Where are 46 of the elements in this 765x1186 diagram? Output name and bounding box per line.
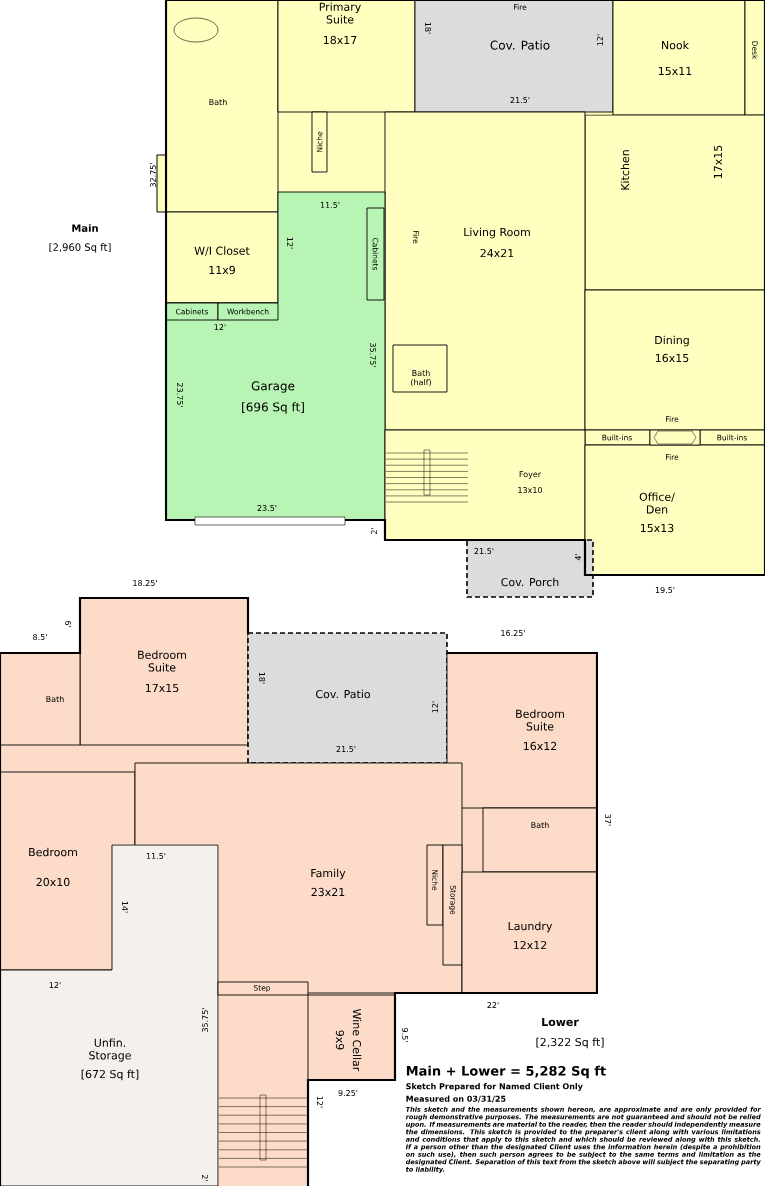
node-label: Kitchen	[620, 150, 630, 190]
node-label: 17x15	[713, 145, 723, 179]
dimension-label: 35.75'	[201, 1008, 208, 1032]
room: Primary Suite 18x17	[277, 0, 416, 113]
dimension-label: 12'	[214, 324, 226, 330]
dimension-label: 4'	[575, 554, 581, 561]
area-label: [2,322 Sq ft]	[536, 1037, 604, 1049]
dimension-label: 32.75'	[149, 163, 156, 187]
dimension-label: 37'	[605, 814, 612, 826]
dimension-label: 19.5'	[655, 587, 675, 594]
room: Bath (half)	[392, 344, 448, 393]
dimension-label: 23.5'	[257, 505, 277, 512]
dimension-label: 18.25'	[133, 580, 157, 587]
area-label: [2,960 Sq ft]	[49, 243, 111, 253]
floor-title: Lower	[542, 1017, 579, 1027]
dimension-label: 12'	[287, 237, 293, 249]
dimension-label: 16.25'	[501, 630, 525, 637]
dimension-label: 2'	[202, 1174, 208, 1181]
dimension-label: 12'	[49, 982, 61, 988]
dimension-label: 18'	[259, 672, 266, 684]
dimension-label: 21.5'	[474, 548, 494, 555]
dimension-label: 35.75'	[370, 343, 377, 367]
dimension-label: 2'	[371, 528, 377, 535]
dimension-label: 9.25'	[338, 1089, 358, 1097]
total-area-label: Main + Lower = 5,282 Sq ft	[406, 1065, 606, 1079]
floor-title: Main	[72, 224, 98, 232]
dimension-label: 12'	[317, 1096, 323, 1108]
dimension-label: 21.5'	[336, 746, 356, 753]
room: Bath	[482, 807, 598, 873]
note: Measured on 03/31/25	[406, 1095, 506, 1103]
note: Sketch Prepared for Named Client Only	[406, 1083, 583, 1091]
dimension-label: 18'	[425, 22, 432, 34]
dimension-label: 12'	[597, 34, 603, 46]
room: Foyer 13x10	[384, 429, 586, 541]
dimension-label: 14'	[122, 901, 128, 913]
dimension-label: 11.5'	[320, 202, 340, 208]
dimension-label: 6'	[65, 620, 72, 627]
dimension-label: 21.5'	[510, 97, 530, 104]
room: W/I Closet 11x9	[165, 211, 279, 304]
room: Bath	[0, 652, 81, 746]
dimension-label: 23.75'	[177, 383, 184, 407]
dimension-label: 8.5'	[33, 634, 47, 641]
dimension-label: 12'	[432, 701, 438, 713]
dimension-label: 11.5'	[146, 853, 166, 859]
dimension-label: 22'	[487, 1002, 499, 1008]
room: Wine Cellar 9x9	[307, 994, 396, 1081]
